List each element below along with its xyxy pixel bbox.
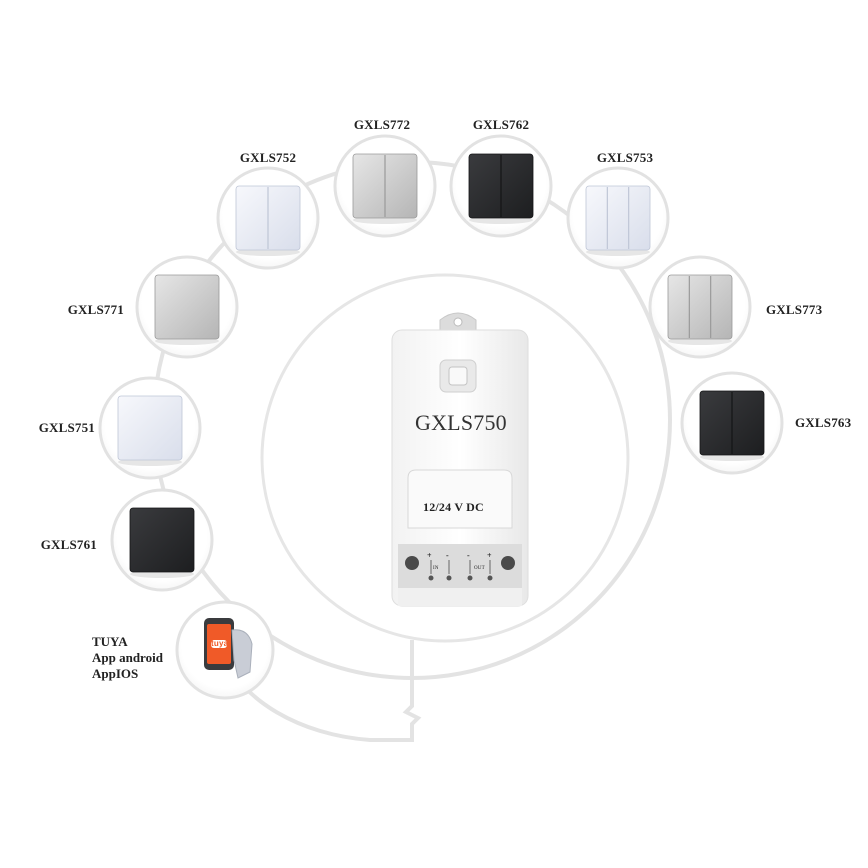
switch-panel bbox=[129, 507, 195, 573]
label-gxls753: GXLS753 bbox=[596, 150, 654, 165]
label-gxls752: GXLS752 bbox=[239, 150, 297, 165]
switch-gxls762 bbox=[449, 134, 553, 238]
terminal-mark-3: - bbox=[467, 551, 470, 560]
gxls750-module bbox=[391, 312, 529, 607]
switch-gxls761 bbox=[110, 488, 214, 592]
switch-gxls753 bbox=[566, 166, 670, 270]
label-gxls751: GXLS751 bbox=[38, 420, 95, 435]
switch-gxls772 bbox=[333, 134, 437, 238]
device-model-label: GXLS750 bbox=[415, 410, 507, 435]
tuya-line-2: App android bbox=[92, 650, 163, 665]
switch-panel bbox=[154, 274, 220, 340]
label-gxls762: GXLS762 bbox=[472, 117, 530, 132]
terminal-mark-4: + bbox=[487, 551, 492, 560]
switch-gxls751 bbox=[98, 376, 202, 480]
tuya-logo-text: tuya bbox=[211, 639, 229, 648]
label-gxls771: GXLS771 bbox=[67, 302, 124, 317]
terminal-label-out: OUT bbox=[474, 566, 485, 571]
terminal-mark-1: + bbox=[427, 551, 432, 560]
switch-gxls752 bbox=[216, 166, 320, 270]
label-gxls761: GXLS761 bbox=[40, 537, 97, 552]
switch-panel bbox=[585, 185, 651, 251]
tuya-line-1: TUYA bbox=[92, 634, 128, 649]
terminal-label-in: IN bbox=[433, 566, 439, 571]
switch-gxls763 bbox=[680, 371, 784, 475]
tuya-app-circle bbox=[175, 600, 275, 700]
device-voltage-label: 12/24 V DC bbox=[423, 500, 484, 514]
switch-panel bbox=[117, 395, 183, 461]
label-gxls772: GXLS772 bbox=[353, 117, 411, 132]
label-gxls763: GXLS763 bbox=[795, 415, 852, 430]
tuya-line-3: AppIOS bbox=[92, 666, 139, 681]
tuya-app-label: TUYA App android AppIOS bbox=[92, 634, 163, 682]
switch-gxls773 bbox=[648, 255, 752, 359]
label-gxls773: GXLS773 bbox=[766, 302, 823, 317]
switch-panel bbox=[667, 274, 733, 340]
terminal-mark-2: - bbox=[446, 551, 449, 560]
switch-gxls771 bbox=[135, 255, 239, 359]
